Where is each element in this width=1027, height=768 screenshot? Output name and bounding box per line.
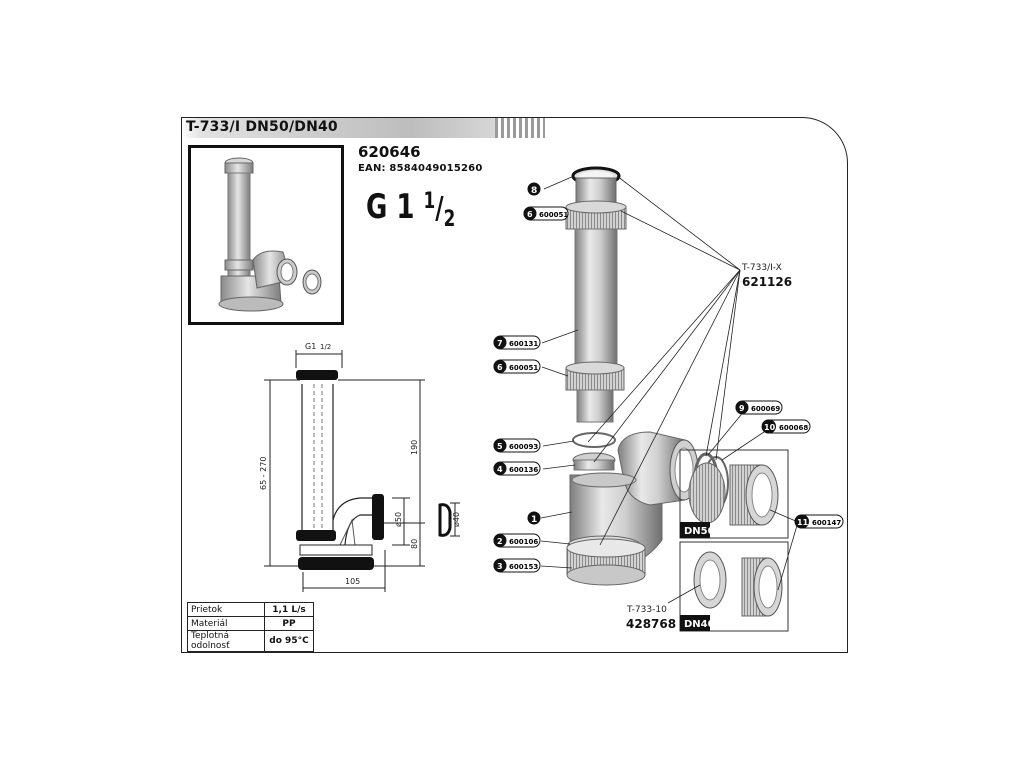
- spec-value: do 95°C: [264, 630, 314, 652]
- svg-text:6: 6: [497, 363, 503, 372]
- dim-height: 65 - 270: [259, 457, 268, 490]
- svg-text:2: 2: [497, 537, 503, 546]
- callout-5: 5 600093: [493, 438, 541, 453]
- section-seals: [296, 370, 384, 570]
- dim-190: 190: [410, 440, 419, 455]
- sheet-frame: [181, 117, 848, 653]
- svg-text:9: 9: [739, 404, 745, 413]
- page-title: T-733/I DN50/DN40: [186, 119, 338, 135]
- dn-boxes: [679, 449, 789, 632]
- svg-text:600069: 600069: [751, 405, 780, 413]
- dim-thread-frac: 1/2: [320, 343, 331, 351]
- svg-text:3: 3: [497, 562, 503, 571]
- dim-40: ø40: [452, 512, 461, 527]
- svg-text:600153: 600153: [509, 563, 538, 571]
- dn50-label: DN50: [684, 526, 715, 537]
- callout-1: 1: [527, 511, 541, 525]
- kit-upper-code: 621126: [742, 275, 792, 289]
- kit-upper-label: T-733/I-X: [741, 263, 782, 273]
- thread-main: G 1: [366, 187, 415, 227]
- kit-lower-code: 428768: [626, 617, 676, 631]
- callout-2: 2 600106: [493, 533, 541, 548]
- svg-text:10: 10: [764, 423, 776, 432]
- svg-text:11: 11: [797, 518, 809, 527]
- svg-text:600136: 600136: [509, 466, 538, 474]
- svg-text:600051: 600051: [509, 364, 538, 372]
- spec-row: Prietok 1,1 L/s: [187, 602, 314, 617]
- spec-label: Materiál: [187, 616, 265, 631]
- dn40-label: DN40: [684, 619, 715, 630]
- dim-105: 105: [345, 577, 360, 586]
- callout-6b: 6 600051: [493, 359, 541, 374]
- callout-7: 7 600131: [493, 335, 541, 350]
- thread-slash: /: [435, 191, 444, 226]
- product-code: 620646: [358, 143, 421, 161]
- thread-denominator: 2: [443, 207, 456, 232]
- product-thumbnail-drawing: [218, 157, 322, 312]
- spec-value: 1,1 L/s: [264, 602, 314, 617]
- svg-text:6: 6: [527, 210, 533, 219]
- ean-code: EAN: 8584049015260: [358, 163, 483, 174]
- leader-lines: [540, 175, 799, 604]
- callout-9: 9 600069: [735, 400, 783, 415]
- spec-row: Materiál PP: [187, 616, 314, 631]
- callout-8: 8: [527, 182, 541, 196]
- dim-thread: G1: [305, 342, 316, 351]
- svg-text:4: 4: [497, 465, 503, 474]
- spec-value: PP: [264, 616, 314, 631]
- exploded-view: [565, 166, 729, 586]
- dim-80: 80: [410, 539, 419, 549]
- spec-label: Teplotná odolnosť: [187, 630, 265, 652]
- thread-size: G 1 1/2: [366, 187, 455, 232]
- svg-text:600147: 600147: [812, 519, 841, 527]
- callout-6a: 6 600051: [523, 206, 569, 221]
- svg-text:5: 5: [497, 442, 503, 451]
- spec-label: Prietok: [187, 602, 265, 617]
- svg-text:600068: 600068: [779, 424, 808, 432]
- section-drawing: [264, 350, 460, 592]
- callout-3: 3 600153: [493, 558, 541, 573]
- header-stripes: [495, 117, 545, 138]
- svg-text:8: 8: [531, 186, 537, 196]
- callout-4: 4 600136: [493, 461, 541, 476]
- kit-lower-label: T-733-10: [626, 605, 667, 615]
- spec-row: Teplotná odolnosť do 95°C: [187, 630, 314, 652]
- thread-numerator: 1: [423, 189, 436, 214]
- header-bar: [181, 117, 541, 138]
- product-thumbnail: [188, 145, 344, 325]
- svg-text:600131: 600131: [509, 340, 538, 348]
- section-gasket: [438, 503, 452, 537]
- svg-text:600106: 600106: [509, 538, 538, 546]
- svg-text:600093: 600093: [509, 443, 538, 451]
- svg-text:600051: 600051: [539, 211, 568, 219]
- spec-table: Prietok 1,1 L/s Materiál PP Teplotná odo…: [187, 602, 314, 652]
- part-callouts: 8 6 600051 7 600131 6 600051 5 600093 4 60013…: [493, 182, 844, 573]
- svg-text:1: 1: [531, 515, 537, 525]
- dim-50: ø50: [394, 512, 403, 527]
- svg-text:7: 7: [497, 339, 503, 348]
